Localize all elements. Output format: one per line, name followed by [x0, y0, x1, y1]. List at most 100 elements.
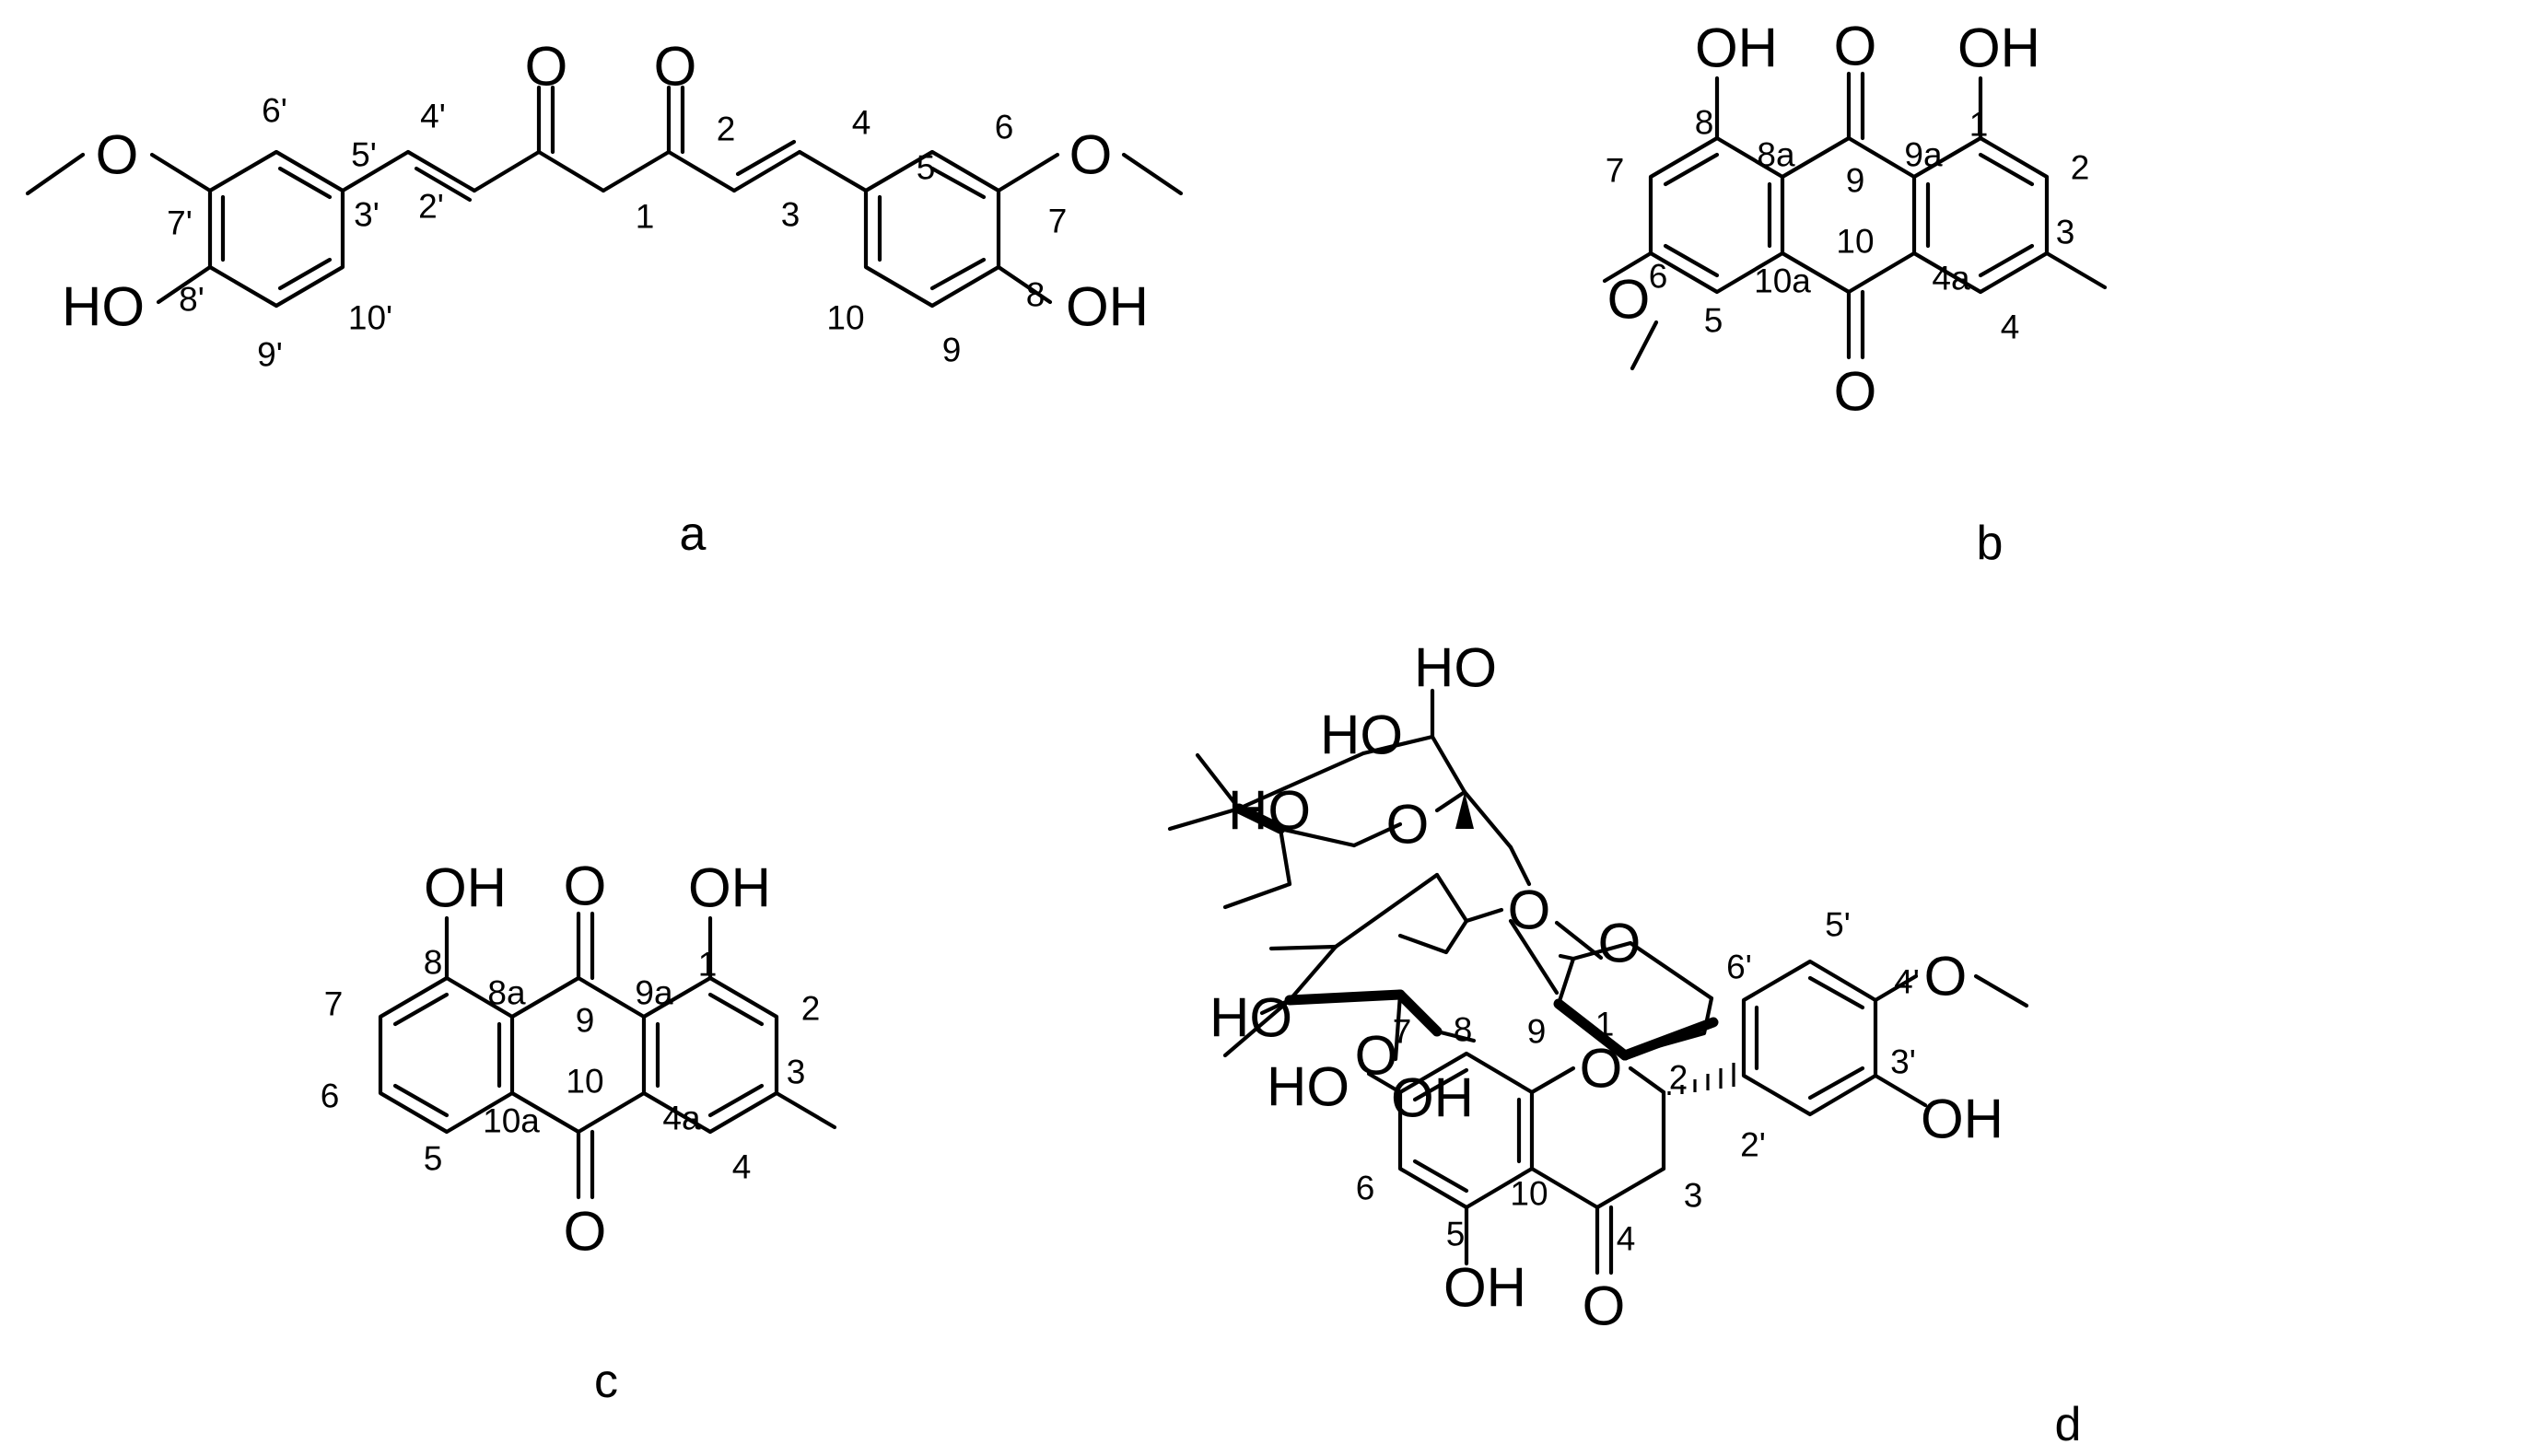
locant: 1 — [1595, 1006, 1615, 1043]
locant: 7 — [1393, 1013, 1412, 1051]
atom-label: O — [654, 36, 697, 98]
locant: 2 — [717, 111, 736, 148]
hashed-bond — [1667, 1063, 1735, 1095]
atom-label: O — [1834, 361, 1877, 423]
locant: 7 — [1606, 152, 1625, 190]
atom-label: O — [1508, 879, 1551, 941]
locant: 9' — [257, 336, 283, 374]
locant: 8a — [1757, 136, 1795, 174]
locant: 5 — [917, 149, 936, 187]
locant: 3 — [1684, 1177, 1703, 1215]
locant: 6 — [995, 109, 1014, 146]
structure-c-right-ring — [641, 975, 779, 1135]
locant: 3' — [1890, 1043, 1916, 1081]
locant: 3 — [787, 1054, 806, 1091]
locant: 4' — [420, 98, 446, 135]
structure-a-left-ring — [207, 149, 345, 309]
atom-label: O — [1069, 124, 1113, 186]
atom-label: O — [1580, 1038, 1623, 1100]
locant: 4 — [852, 104, 871, 142]
locant: 4 — [732, 1148, 752, 1186]
structure-c: OH OH O O 1 2 3 4 4a 5 6 7 8 8a 9 9a 10 … — [321, 856, 837, 1408]
locant: 10 — [1510, 1175, 1548, 1213]
locant: 10 — [566, 1063, 603, 1101]
atom-label: HO — [1228, 780, 1311, 842]
atom-label: HO — [1320, 705, 1403, 766]
locant: 6' — [262, 92, 287, 130]
atom-label: OH — [1066, 276, 1149, 338]
locant: 1 — [698, 946, 718, 984]
locant: 5' — [351, 136, 377, 174]
atom-label: O — [96, 124, 139, 186]
atom-label: OH — [1443, 1257, 1526, 1319]
atom-label: HO — [1414, 637, 1497, 699]
locant: 1 — [636, 198, 655, 236]
locant: 9a — [1904, 136, 1943, 174]
locant: 7' — [167, 204, 193, 242]
atom-label: OH — [1921, 1089, 2004, 1150]
locant: 6 — [1649, 258, 1668, 296]
atom-label: O — [564, 856, 607, 917]
locant: 5' — [1825, 906, 1851, 944]
atom-label: OH — [1957, 17, 2040, 79]
locant: 4 — [1617, 1220, 1636, 1258]
caption-a: a — [680, 507, 707, 561]
locant: 9 — [576, 1002, 595, 1040]
atom-label: HO — [62, 276, 145, 338]
locant: 2 — [801, 990, 821, 1028]
locant: 3 — [781, 196, 800, 234]
locant: 2' — [418, 188, 444, 226]
structure-a: O HO O O O OH 1 2 3 4 5 6 7 8 9 10 2' 3'… — [25, 36, 1184, 561]
locant: 1 — [1969, 106, 1989, 144]
caption-c: c — [594, 1355, 618, 1408]
caption-d: d — [2055, 1398, 2082, 1451]
atom-label: OH — [1695, 17, 1778, 79]
structure-b: OH OH O O O 1 2 3 4 4a 5 6 7 8 8a 9 9a 1… — [1602, 16, 2108, 570]
locant: 7 — [1048, 203, 1068, 240]
locant: 2' — [1740, 1126, 1766, 1164]
atom-label: O — [525, 36, 568, 98]
locant: 5 — [1446, 1216, 1466, 1253]
locant: 8a — [487, 974, 526, 1012]
locant: 7 — [324, 985, 344, 1023]
locant: 10a — [483, 1102, 540, 1140]
locant: 2 — [2071, 149, 2090, 187]
locant: 3' — [354, 196, 380, 234]
locant: 10 — [1836, 223, 1874, 261]
locant: 8' — [179, 281, 204, 319]
structure-b-right-ring — [1911, 135, 2050, 295]
atom-label: OH — [1391, 1067, 1474, 1129]
structure-d: HO HO HO O O O HO HO OH O O OH O O OH 1 … — [1167, 637, 2082, 1451]
caption-b: b — [1977, 517, 2004, 570]
locant: 6 — [321, 1077, 340, 1115]
locant: 3 — [2056, 214, 2075, 251]
atom-label: O — [1355, 1025, 1398, 1087]
locant: 10a — [1754, 262, 1811, 300]
locant: 4 — [2001, 309, 2020, 346]
atom-label: O — [1834, 16, 1877, 77]
locant: 4' — [1894, 963, 1920, 1001]
locant: 10 — [826, 299, 864, 337]
structure-d-b-ring — [1741, 959, 1878, 1117]
atom-label: O — [1607, 269, 1651, 331]
atom-label: O — [1598, 913, 1642, 974]
locant: 4a — [1932, 260, 1970, 297]
atom-label: O — [1583, 1275, 1626, 1337]
locant: 8 — [1454, 1011, 1473, 1049]
locant: 8 — [1026, 276, 1046, 314]
locant: 9a — [635, 974, 673, 1012]
atom-label: HO — [1267, 1056, 1349, 1118]
atom-label: O — [564, 1201, 607, 1263]
locant: 2 — [1669, 1059, 1688, 1097]
locant: 4a — [662, 1100, 701, 1137]
locant: 9 — [942, 332, 962, 369]
locant: 10' — [348, 299, 392, 337]
atom-label: HO — [1209, 987, 1292, 1049]
atom-label: OH — [424, 857, 507, 919]
locant: 9 — [1527, 1013, 1547, 1051]
atom-label: OH — [688, 857, 771, 919]
locant: 6' — [1726, 949, 1752, 986]
atom-label: O — [1924, 946, 1968, 1008]
locant: 5 — [424, 1140, 443, 1178]
